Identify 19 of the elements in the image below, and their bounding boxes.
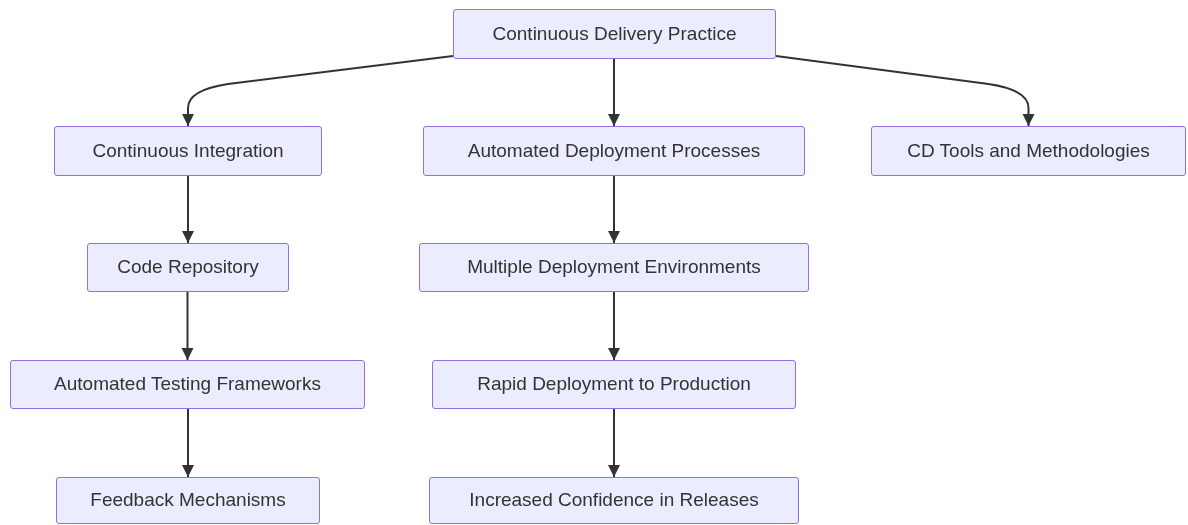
process-box: Code Repository	[87, 243, 289, 292]
process-box: Automated Deployment Processes	[423, 126, 805, 176]
process-box: Rapid Deployment to Production	[432, 360, 796, 409]
arrow	[182, 55, 454, 127]
arrow	[608, 408, 620, 478]
arrow	[182, 408, 194, 478]
process-box: Automated Testing Frameworks	[10, 360, 365, 409]
process-box: Multiple Deployment Environments	[419, 243, 809, 292]
arrow	[608, 291, 620, 361]
process-box: Increased Confidence in Releases	[429, 477, 799, 524]
arrow	[775, 55, 1035, 127]
process-box: Continuous Integration	[54, 126, 322, 176]
arrow	[181, 291, 194, 361]
process-box: Continuous Delivery Practice	[453, 9, 776, 59]
arrow	[608, 58, 620, 127]
arrow	[182, 175, 194, 244]
process-box: CD Tools and Methodologies	[871, 126, 1186, 176]
arrow	[608, 175, 620, 244]
process-box: Feedback Mechanisms	[56, 477, 320, 524]
